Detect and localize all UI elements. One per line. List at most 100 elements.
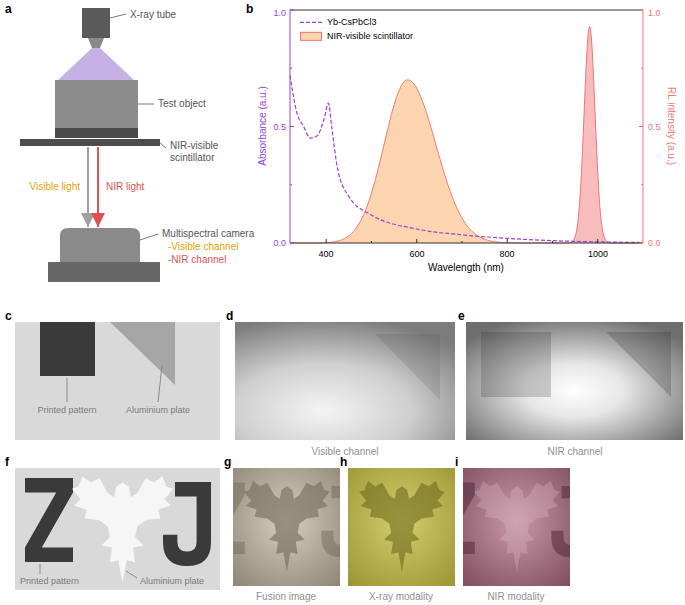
nir-modality-image	[434, 468, 592, 586]
axis-title-holder: Wavelength (nm)	[428, 262, 504, 274]
leader-line	[138, 104, 154, 105]
edge-label-holder: Visible light	[28, 181, 82, 193]
test-object: Test object	[55, 80, 138, 138]
axis-tick	[290, 243, 294, 244]
printed-square	[40, 322, 95, 376]
tick-label-holder: 0.5	[273, 121, 286, 131]
axis-tick	[639, 10, 643, 11]
leader-line	[110, 14, 126, 18]
panel-caption: Fusion image	[256, 591, 316, 602]
visible-emission-area	[290, 80, 543, 243]
absorbance-curve	[290, 75, 643, 242]
part-label-holder: Printed pattern	[37, 405, 96, 415]
node-label-holder: Test object	[158, 98, 206, 110]
axis-title-holder: Absorbance (a.u.)	[257, 86, 269, 166]
axis-tick	[461, 241, 462, 243]
node-label: NIR-visible scintillator	[170, 140, 218, 163]
part-label: Printed pattern	[37, 405, 96, 415]
leader-line	[158, 366, 162, 402]
leader-line	[140, 234, 158, 240]
node-label-holder: -Visible channel	[168, 241, 238, 253]
camera-outline	[48, 228, 160, 282]
sample-background	[15, 468, 220, 590]
tick-label: 600	[409, 249, 424, 259]
panel-letter: g	[224, 455, 231, 469]
axis-tick	[371, 241, 372, 243]
legend-item: NIR-visible scintillator	[300, 31, 413, 41]
panel-caption-holder: X-ray modality	[369, 591, 433, 603]
tick-label: 0.0	[648, 238, 661, 248]
part-label-holder: Printed pattern	[20, 576, 79, 586]
axis-tick	[552, 241, 553, 243]
panel-letter: b	[246, 2, 253, 16]
panel-letter-holder: e	[458, 310, 465, 324]
panel-letter: i	[455, 455, 458, 469]
panel-caption-holder: NIR channel	[547, 446, 602, 458]
part-label: Aluminium plate	[126, 405, 190, 415]
tick-label: 1.0	[648, 8, 661, 18]
edge-label: NIR light	[104, 181, 146, 192]
panel-letter-holder: f	[5, 456, 9, 470]
panel-caption: X-ray modality	[369, 591, 433, 602]
tube-nozzle	[88, 38, 104, 48]
printed-letter	[163, 482, 211, 566]
node-label-holder: Multispectral camera	[162, 228, 254, 240]
panel-letter-holder: d	[226, 310, 233, 324]
printed-letter	[25, 478, 73, 562]
x-ray-beam	[58, 48, 134, 80]
axis-tick	[290, 184, 292, 185]
tick-label-holder: 400	[318, 249, 333, 259]
panel-letter-holder: a	[5, 3, 12, 17]
node-label: Multispectral camera	[162, 228, 254, 239]
panel-letter: f	[5, 455, 9, 469]
node-label: -NIR channel	[168, 254, 226, 265]
tick-label: 0.0	[273, 238, 286, 248]
rl-curve	[290, 26, 643, 243]
axis-tick	[290, 10, 294, 11]
panel-letter: a	[5, 2, 12, 16]
leader-line	[40, 564, 41, 574]
panel-caption-holder: Fusion image	[256, 591, 316, 603]
axis-title-holder: RL intensity (a.u.)	[665, 87, 677, 165]
fusion-image	[204, 468, 362, 586]
part-label-holder: Aluminium plate	[140, 576, 204, 586]
light-arrow	[87, 147, 89, 227]
tick-label: 0.5	[648, 121, 661, 131]
spectrum-chart	[290, 10, 643, 243]
edge-label: Visible light	[28, 181, 82, 192]
panel-letter-holder: g	[224, 456, 231, 470]
tick-label-holder: 1000	[588, 249, 608, 259]
part-label: Printed pattern	[20, 576, 79, 586]
leader-line	[160, 143, 166, 148]
x-axis	[290, 243, 643, 244]
axis-tick	[639, 243, 643, 244]
legend-text: Yb-CsPbCl3	[327, 17, 377, 27]
node-label: X-ray tube	[130, 9, 176, 20]
aluminium-phoenix	[72, 476, 173, 583]
panel-letter: d	[226, 309, 233, 323]
tick-label-holder: 600	[409, 249, 424, 259]
node-label-holder: NIR-visible scintillator	[170, 140, 252, 163]
axis-tick	[639, 126, 643, 127]
panel-letter-holder: h	[340, 456, 347, 470]
tick-label: 0.5	[273, 121, 286, 131]
nir-emission-area	[543, 26, 643, 243]
panel-caption-holder: Visible channel	[311, 446, 378, 458]
node-label-holder: X-ray tube	[130, 9, 176, 21]
axis-tick	[290, 126, 294, 127]
axis-tick	[290, 68, 292, 69]
axis-tick	[597, 239, 598, 243]
aluminium-triangle	[110, 322, 175, 385]
light-arrow	[97, 147, 99, 227]
axis-tick	[507, 239, 508, 243]
panel-caption: NIR modality	[487, 591, 544, 602]
edge-label-holder: NIR light	[104, 181, 146, 193]
axis-title: Wavelength (nm)	[428, 262, 504, 273]
panel-letter-holder: c	[5, 310, 12, 324]
tick-label-holder: 1.0	[273, 8, 286, 18]
part-label: Aluminium plate	[140, 576, 204, 586]
chart-frame	[290, 10, 643, 11]
tick-label: 800	[499, 249, 514, 259]
tick-label: 1000	[588, 249, 608, 259]
axis-title: Absorbance (a.u.)	[257, 86, 268, 166]
